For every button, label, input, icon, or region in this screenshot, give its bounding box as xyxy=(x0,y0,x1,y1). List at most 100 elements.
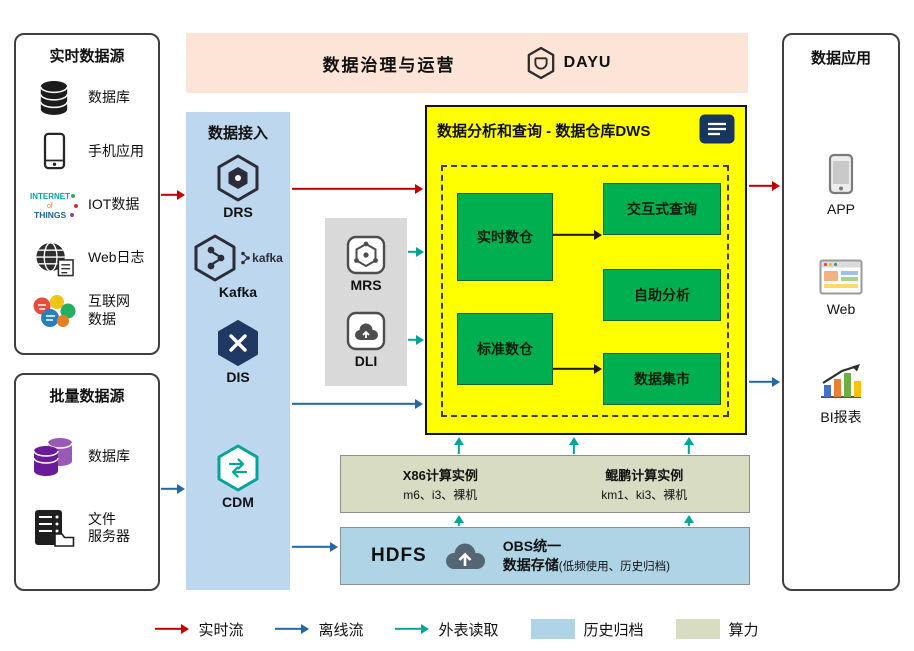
module-interactive-query: 交互式查询 xyxy=(603,183,721,235)
app-item-web: Web xyxy=(819,259,863,317)
smartphone-icon xyxy=(28,130,80,172)
ingest-item-cdm: CDM xyxy=(216,444,260,510)
legend-external-read: 外表读取 xyxy=(395,619,498,640)
dws-module-group xyxy=(441,165,729,417)
compute-subtitle: km1、ki3、裸机 xyxy=(601,488,688,502)
svg-text:THINGS: THINGS xyxy=(34,210,66,220)
compute-group-kunpeng: 鲲鹏计算实例 km1、ki3、裸机 xyxy=(601,465,687,503)
applications-panel: 数据应用 APP Web xyxy=(782,33,900,591)
ingest-item-drs: DRS xyxy=(216,154,260,220)
source-label: 数据库 xyxy=(88,89,130,106)
compute-group-x86: X86计算实例 m6、i3、裸机 xyxy=(403,465,478,503)
dayu-logo: DAYU xyxy=(526,46,612,80)
realtime-source-list: 数据库 手机应用 INTERNET of THINGS xyxy=(22,66,152,343)
arrow-hdfs-to-compute-2 xyxy=(684,515,694,526)
dis-icon xyxy=(218,320,258,366)
bar-chart-icon xyxy=(821,364,861,398)
database-icon xyxy=(28,77,80,119)
source-item-iot: INTERNET of THINGS IOT数据 xyxy=(22,183,152,225)
source-label: 手机应用 xyxy=(88,142,144,159)
hdfs-label: HDFS xyxy=(371,545,427,566)
kafka-hexagon-icon xyxy=(194,234,236,282)
legend-label: 离线流 xyxy=(318,621,364,639)
source-item-database: 数据库 xyxy=(22,77,152,119)
arrow-compute-to-dws-2 xyxy=(569,437,579,454)
red-arrow-icon xyxy=(155,624,189,634)
legend-label: 历史归档 xyxy=(583,621,644,639)
arrow-batch-source-to-ingest xyxy=(161,484,185,494)
kafka-logo-icon xyxy=(241,251,250,265)
report-icon xyxy=(699,114,735,144)
middleware-panel: MRS DLI xyxy=(325,218,407,386)
source-label: 数据库 xyxy=(88,447,130,464)
arrow-dws-to-bi xyxy=(749,377,780,387)
source-item-batch-database: 数据库 xyxy=(22,436,152,478)
arrow-compute-to-dws-1 xyxy=(454,437,464,454)
middleware-label: MRS xyxy=(350,277,382,294)
middleware-item-mrs: MRS xyxy=(346,235,386,293)
ingest-label: CDM xyxy=(222,494,254,510)
data-ingest-title: 数据接入 xyxy=(207,125,268,142)
arrow-ingest-to-dws-realtime xyxy=(292,184,423,194)
ingest-label: DIS xyxy=(226,369,250,385)
obs-text: OBS统一 数据存储(低频使用、历史归档) xyxy=(503,537,670,574)
source-label: IOT数据 xyxy=(88,195,140,212)
module-realtime-warehouse: 实时数仓 xyxy=(457,193,553,281)
source-item-mobile-app: 手机应用 xyxy=(22,130,152,172)
obs-title: OBS统一 数据存储 xyxy=(502,538,562,573)
arrow-dws-to-app xyxy=(749,181,780,191)
legend-realtime-flow: 实时流 xyxy=(155,619,243,640)
governance-banner: 数据治理与运营 DAYU xyxy=(186,33,748,93)
dws-header: 数据分析和查询 - 数据仓库DWS xyxy=(427,107,745,144)
ingest-label: Kafka xyxy=(218,284,258,300)
module-standard-warehouse: 标准数仓 xyxy=(457,313,553,385)
governance-title: 数据治理与运营 xyxy=(322,55,456,75)
arrow-ingest-to-dws-offline xyxy=(292,399,423,409)
middleware-label: DLI xyxy=(354,352,378,369)
ingest-label: DRS xyxy=(223,204,253,220)
chat-bubbles-icon xyxy=(28,290,80,332)
legend-compute-power: 算力 xyxy=(675,619,759,640)
dayu-hexagon-icon xyxy=(527,46,554,80)
compute-title: 鲲鹏计算实例 xyxy=(605,468,684,483)
data-ingest-panel: 数据接入 DRS kafk xyxy=(186,112,290,590)
ingest-item-dis: DIS xyxy=(216,319,260,385)
svg-text:of: of xyxy=(47,203,53,210)
source-label: Web日志 xyxy=(88,248,145,265)
application-label: Web xyxy=(826,301,856,317)
globe-log-icon xyxy=(28,237,80,279)
drs-icon xyxy=(217,154,259,202)
kafka-icon-row: kafka xyxy=(193,234,283,282)
obs-cloud-icon xyxy=(445,543,485,569)
database-stack-icon xyxy=(28,436,80,478)
dli-icon xyxy=(346,311,386,350)
cdm-icon xyxy=(217,444,259,492)
arrow-compute-to-dws-3 xyxy=(684,437,694,454)
app-item-bi-report: BI报表 xyxy=(818,363,864,427)
obs-note: (低频使用、历史归档) xyxy=(558,560,670,573)
kafka-wordmark: kafka xyxy=(239,250,283,266)
arrow-mrs-to-dws xyxy=(408,247,424,257)
compute-panel: X86计算实例 m6、i3、裸机 鲲鹏计算实例 km1、ki3、裸机 xyxy=(340,455,750,513)
arrow-dli-to-dws xyxy=(408,335,424,345)
application-label: BI报表 xyxy=(820,409,862,425)
source-label: 互联网 数据 xyxy=(88,293,130,327)
arrow-realtime-source-to-ingest xyxy=(161,190,185,200)
blue-arrow-icon xyxy=(275,624,309,634)
browser-icon xyxy=(819,259,863,295)
legend-offline-flow: 离线流 xyxy=(275,619,363,640)
archive-swatch xyxy=(530,619,575,639)
dayu-label: DAYU xyxy=(563,54,612,71)
legend-history-archive: 历史归档 xyxy=(530,619,644,640)
source-item-web-log: Web日志 xyxy=(22,237,152,279)
storage-panel: HDFS OBS统一 数据存储(低频使用、历史归档) xyxy=(340,527,750,585)
realtime-sources-panel: 实时数据源 数据库 手机应 xyxy=(14,33,160,355)
legend-label: 实时流 xyxy=(198,621,244,639)
source-item-file-server: 文件 服务器 xyxy=(22,507,152,549)
module-self-analysis: 自助分析 xyxy=(603,269,721,321)
kafka-logo-text: kafka xyxy=(252,251,283,265)
compute-title: X86计算实例 xyxy=(402,468,478,483)
file-server-icon xyxy=(28,507,80,549)
compute-swatch xyxy=(675,619,720,639)
